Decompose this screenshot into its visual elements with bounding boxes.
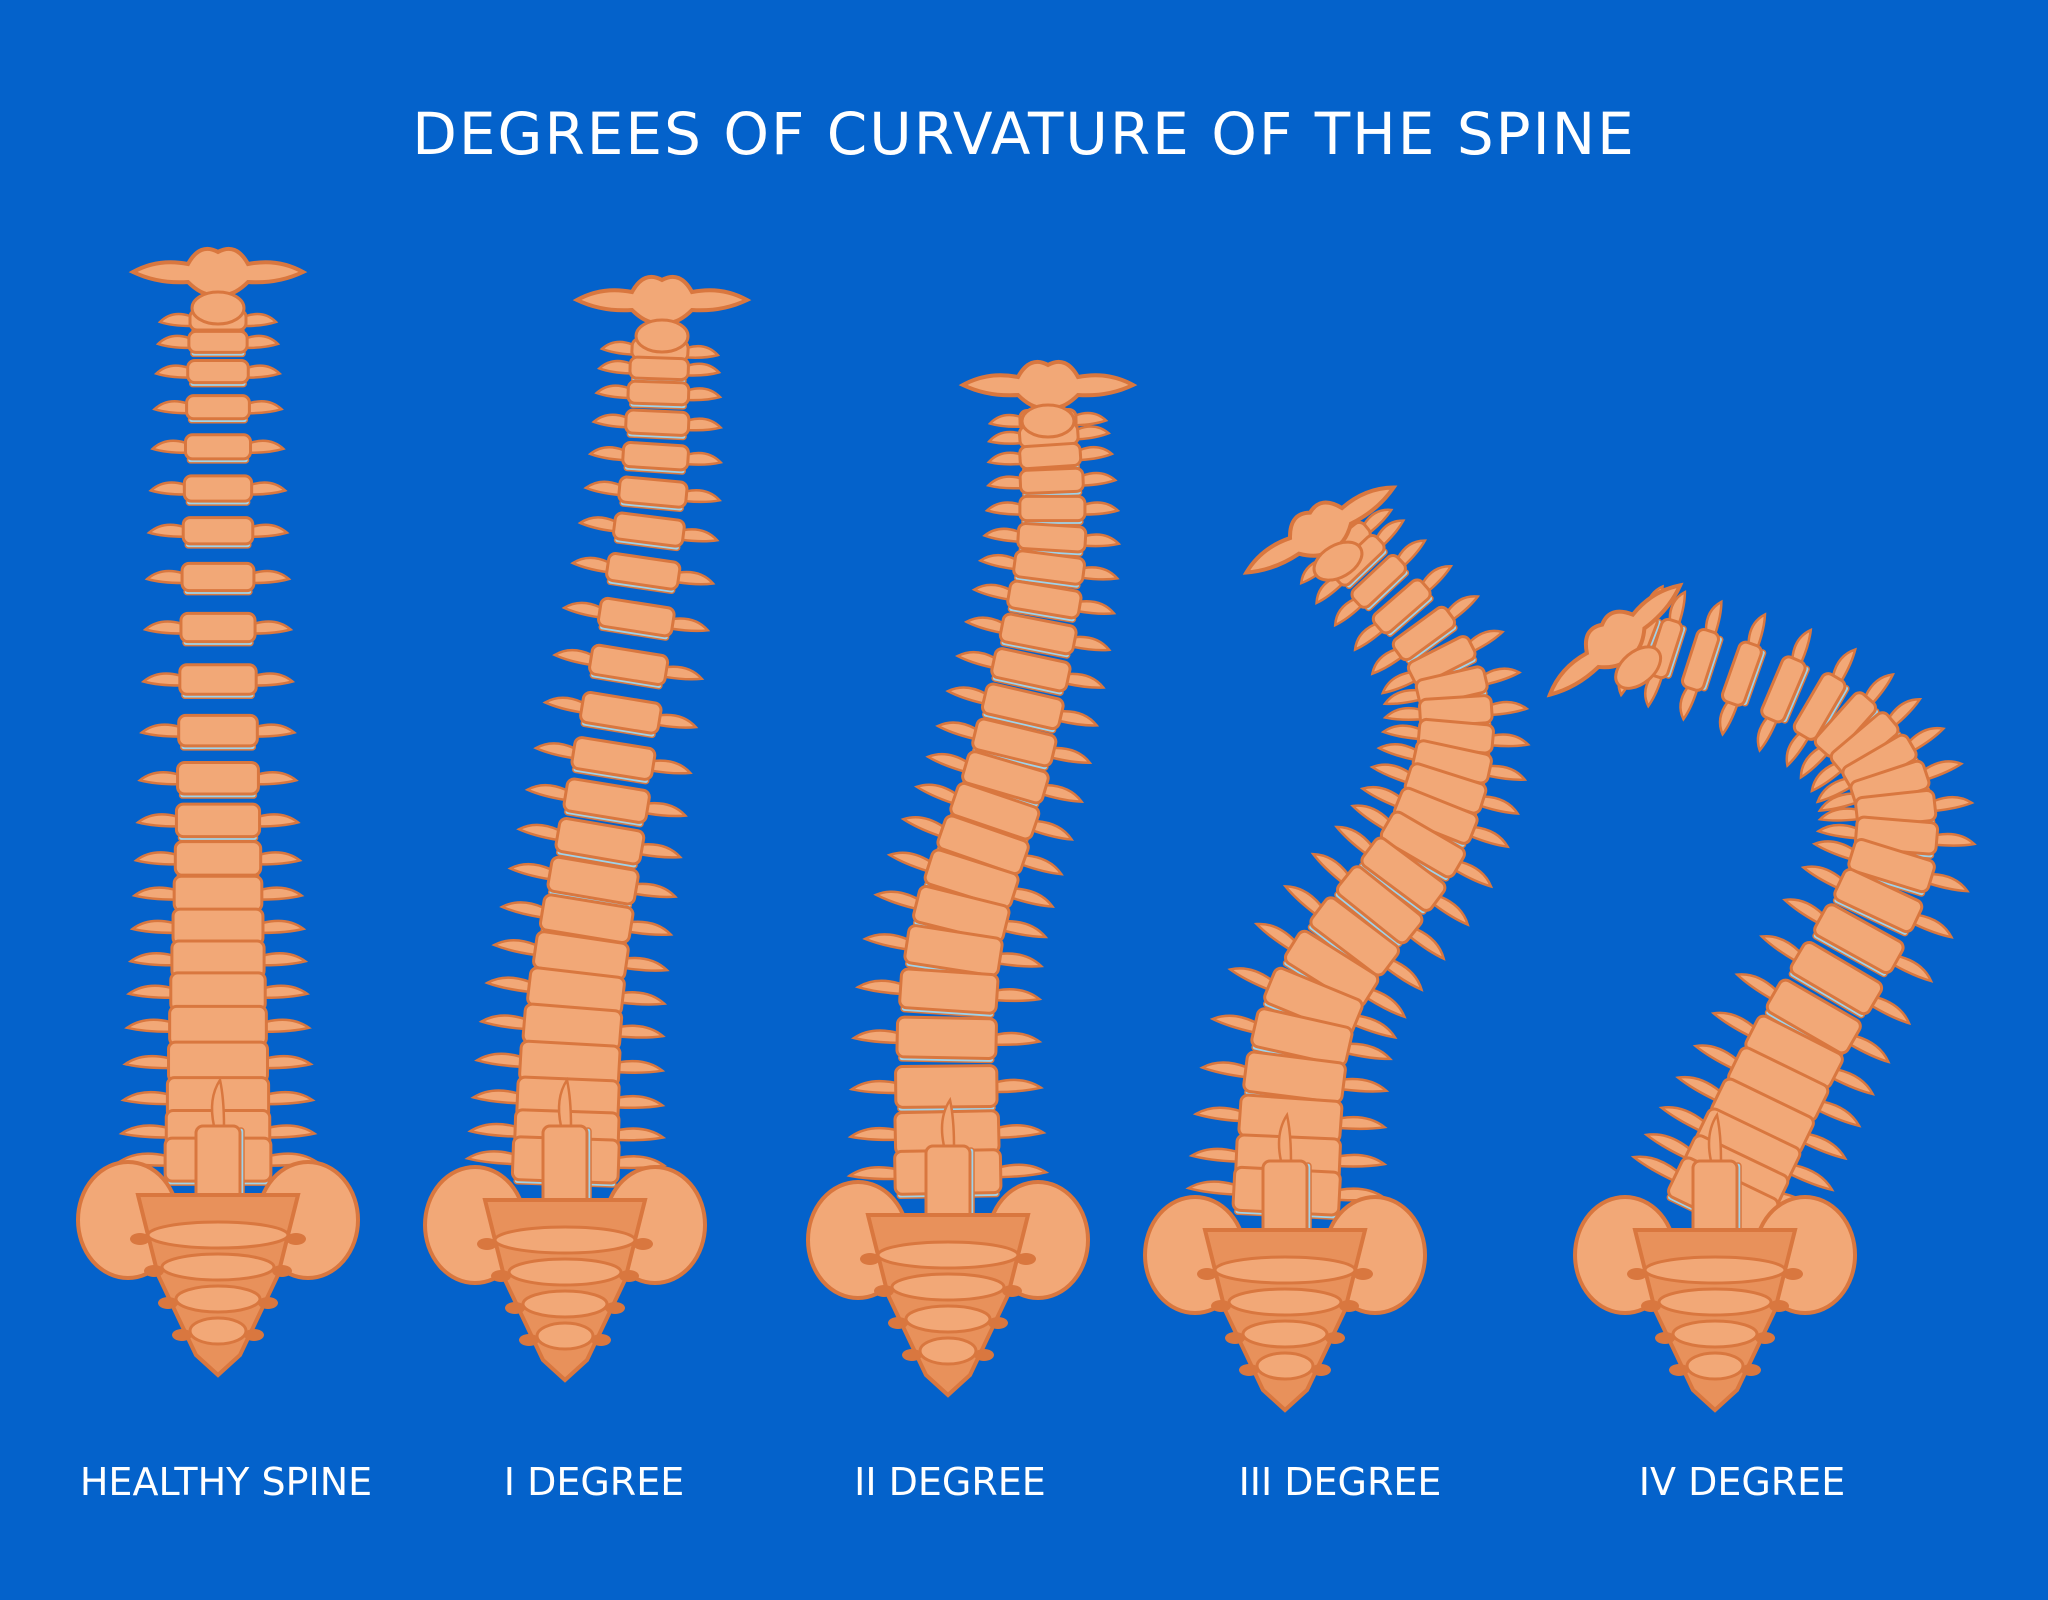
label-degree-3: III DEGREE xyxy=(1238,1460,1442,1504)
spine-degree-4 xyxy=(1546,582,1977,1413)
spine-healthy xyxy=(76,247,360,1378)
spine-degree-3 xyxy=(1143,485,1531,1413)
diagram-title: DEGREES OF CURVATURE OF THE SPINE xyxy=(412,100,1636,168)
label-healthy-spine: HEALTHY SPINE xyxy=(79,1460,373,1504)
spine-degree-2 xyxy=(806,360,1138,1398)
label-degree-2: II DEGREE xyxy=(854,1460,1046,1504)
spine-degree-1 xyxy=(423,275,752,1383)
label-degree-1: I DEGREE xyxy=(503,1460,685,1504)
label-degree-4: IV DEGREE xyxy=(1638,1460,1846,1504)
